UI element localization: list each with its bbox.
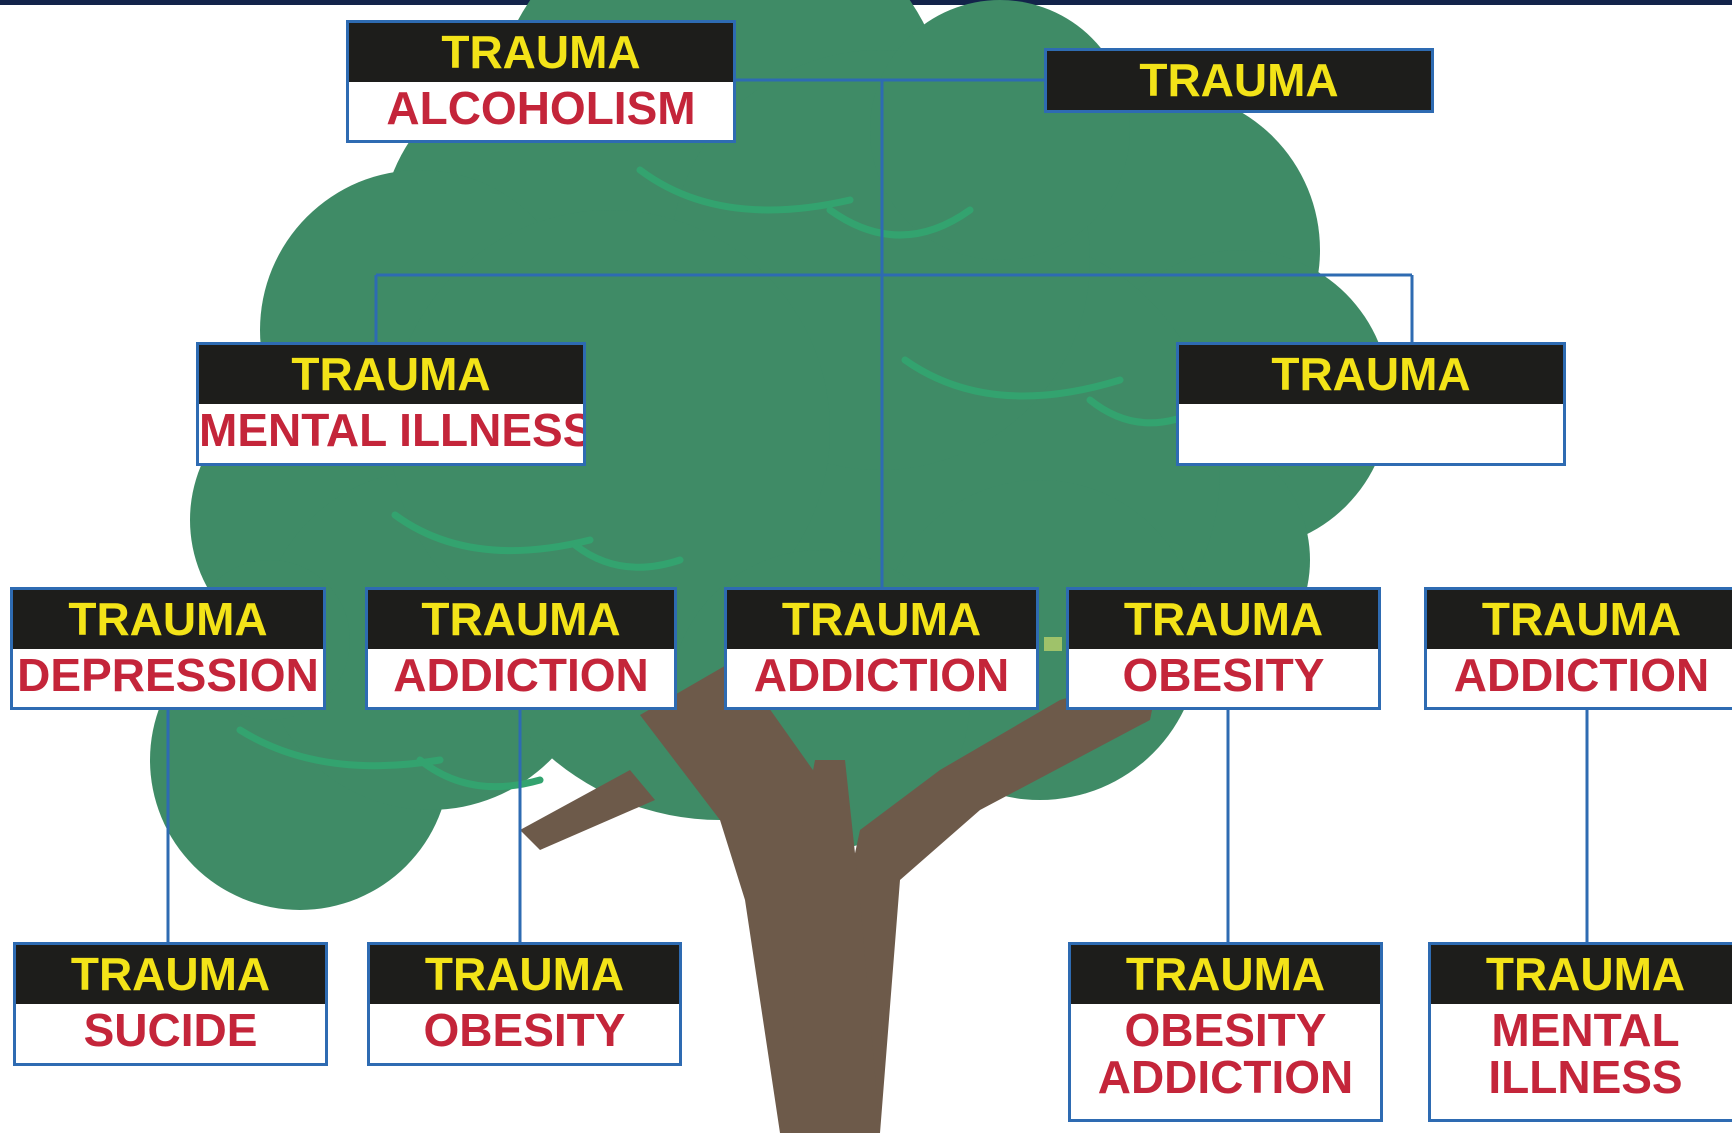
node-header-label: TRAUMA: [1069, 590, 1378, 649]
node-condition-line: SUCIDE: [83, 1004, 258, 1056]
node-condition-text: MENTAL ILLNESS: [199, 404, 583, 454]
node-condition-line: ADDICTION: [1097, 1051, 1354, 1103]
trunk-small-branch: [520, 770, 655, 850]
node-condition-text: OBESITY: [1069, 649, 1378, 699]
foliage-highlight-arc: [236, 726, 444, 770]
node-condition-line: MENTAL ILLNESS: [199, 404, 586, 456]
node-gen2-right: TRAUMA: [1176, 342, 1566, 466]
foliage-highlight-arc: [636, 166, 854, 214]
connector-lines: [166, 78, 1589, 942]
node-condition-text: SUCIDE: [16, 1004, 325, 1054]
node-condition-line: OBESITY: [1122, 649, 1325, 701]
node-condition-text: [1179, 404, 1563, 407]
node-header-label: TRAUMA: [199, 345, 583, 404]
foliage-highlight-arc: [826, 206, 974, 239]
foliage-highlight-arc: [416, 756, 544, 791]
node-header-label: TRAUMA: [1431, 945, 1732, 1004]
foliage-blob: [870, 0, 1130, 260]
node-header-label: TRAUMA: [727, 590, 1036, 649]
node-header-label: TRAUMA: [349, 23, 733, 82]
node-header-label: TRAUMA: [370, 945, 679, 1004]
node-condition-line: ILLNESS: [1488, 1051, 1683, 1103]
node-condition-text: OBESITY: [370, 1004, 679, 1054]
node-header-label: TRAUMA: [16, 945, 325, 1004]
trunk-right-branch: [790, 670, 1160, 1133]
node-condition-line: DEPRESSION: [17, 649, 319, 701]
node-condition-line: ADDICTION: [1453, 649, 1710, 701]
foliage-highlight-arc: [571, 541, 684, 571]
node-header-label: TRAUMA: [368, 590, 674, 649]
tree-trunk: [520, 637, 1160, 1133]
node-header-label: TRAUMA: [13, 590, 323, 649]
foliage-highlight-arc: [391, 511, 594, 555]
node-condition-line: OBESITY: [1124, 1004, 1327, 1056]
foliage-blob: [390, 210, 830, 650]
node-condition-line: OBESITY: [423, 1004, 626, 1056]
node-gen1-right: TRAUMA: [1044, 48, 1434, 113]
node-condition-text: DEPRESSION: [13, 649, 323, 699]
node-header-label: TRAUMA: [1427, 590, 1732, 649]
node-condition-line: ADDICTION: [393, 649, 649, 701]
node-condition-text: ADDICTION: [368, 649, 674, 699]
node-header-label: TRAUMA: [1071, 945, 1380, 1004]
node-condition-text: ALCOHOLISM: [349, 82, 733, 132]
node-condition-line: ADDICTION: [753, 649, 1010, 701]
node-condition-line: ALCOHOLISM: [386, 82, 696, 134]
leaf-accent: [1044, 637, 1062, 651]
node-header-label: TRAUMA: [1047, 51, 1431, 110]
trunk-left-branch: [640, 660, 840, 1133]
foliage-highlight-arc: [901, 356, 1124, 400]
node-condition-text: ADDICTION: [727, 649, 1036, 699]
node-condition-text: ADDICTION: [1427, 649, 1732, 699]
node-header-label: TRAUMA: [1179, 345, 1563, 404]
node-condition-line: MENTAL: [1491, 1004, 1680, 1056]
trunk-core: [790, 760, 880, 1133]
